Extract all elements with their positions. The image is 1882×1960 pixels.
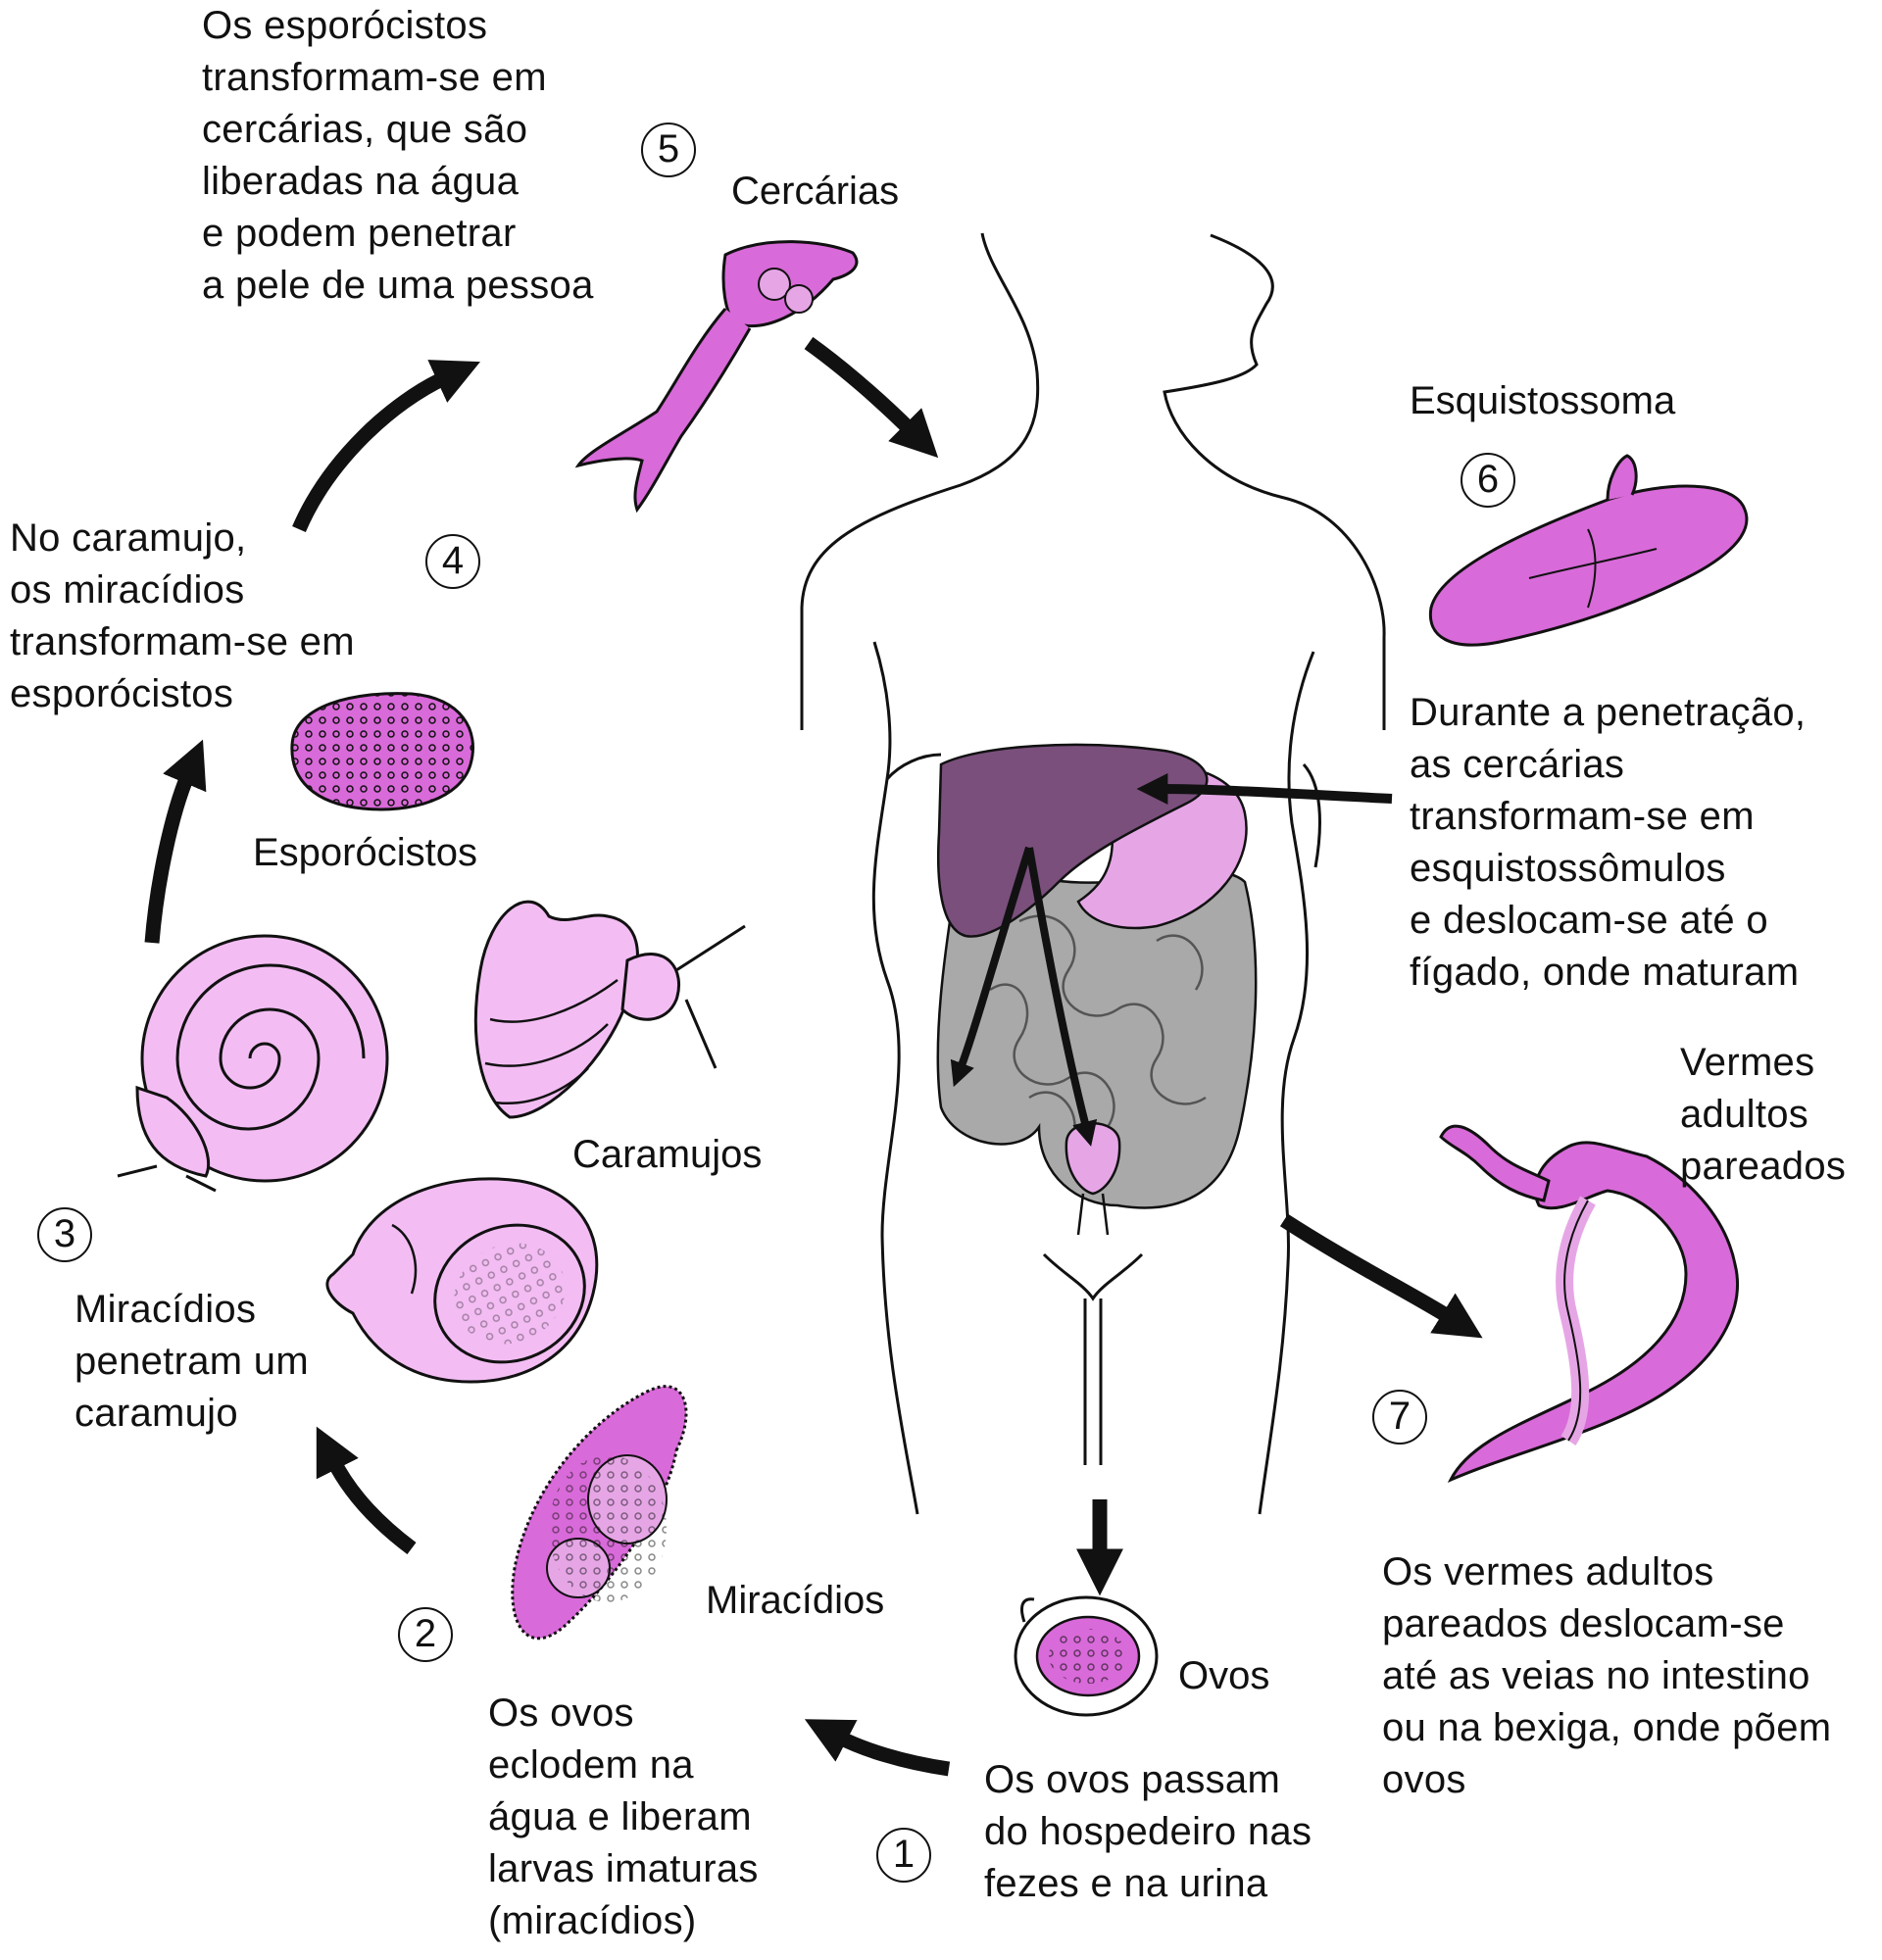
snail-shell-illustration xyxy=(325,1177,599,1384)
step-7-text: Os vermes adultos pareados deslocam-se a… xyxy=(1382,1550,1832,1801)
adult-worms-illustration xyxy=(1439,1124,1739,1483)
label-eggs: Ovos xyxy=(1178,1654,1270,1697)
label-sporocysts: Esporócistos xyxy=(253,831,477,874)
snail-spiral-illustration xyxy=(117,934,389,1193)
intestines xyxy=(936,851,1258,1209)
sporocyst-illustration xyxy=(290,692,474,811)
arrow-liver-to-bladder xyxy=(1025,847,1098,1147)
step-4-text: No caramujo, os miracídios transformam-s… xyxy=(10,516,355,715)
egg-illustration xyxy=(1014,1595,1159,1717)
arrow-to-adult-worms xyxy=(1279,1213,1483,1339)
arrow-snail-to-sporocyst xyxy=(144,739,207,944)
cycle-arrows xyxy=(144,336,1483,1777)
arrow-sporocyst-to-cercaria xyxy=(292,360,480,532)
label-adult-worms: Vermes adultos pareados xyxy=(1680,1041,1847,1188)
human-body-outline xyxy=(800,232,1386,1515)
step-7-number: 7 xyxy=(1372,1390,1427,1445)
schistosome-illustration xyxy=(1428,454,1749,647)
step-3-text: Miracídios penetram um caramujo xyxy=(74,1288,309,1435)
snail-tower-illustration xyxy=(473,900,746,1119)
arrow-liver-to-intestine xyxy=(950,846,1033,1088)
label-snails: Caramujos xyxy=(572,1133,763,1176)
step-3-number: 3 xyxy=(37,1207,92,1262)
label-schistosome: Esquistossoma xyxy=(1410,379,1676,422)
step-2-text: Os ovos eclodem na água e liberam larvas… xyxy=(488,1691,759,1942)
arrow-to-liver xyxy=(1136,773,1393,806)
step-2-number: 2 xyxy=(398,1607,453,1662)
label-miracidia: Miracídios xyxy=(706,1579,885,1622)
bladder xyxy=(1065,1122,1121,1236)
step-5-text: Os esporócistos transformam-se em cercár… xyxy=(202,4,594,307)
miracidium-illustration xyxy=(511,1385,688,1641)
step-6-text: Durante a penetração, as cercárias trans… xyxy=(1410,691,1807,994)
step-1-number: 1 xyxy=(876,1828,931,1883)
step-5-number: 5 xyxy=(641,122,696,177)
step-6-number: 6 xyxy=(1461,453,1515,508)
label-cercariae: Cercárias xyxy=(731,170,900,213)
step-1-text: Os ovos passam do hospedeiro nas fezes e… xyxy=(984,1758,1312,1905)
arrow-eggs-to-miracidia xyxy=(804,1719,951,1777)
arrow-miracidia-to-snail xyxy=(316,1426,417,1554)
step-4-number: 4 xyxy=(425,534,480,589)
arrow-cercaria-to-body xyxy=(804,336,939,459)
cercaria-illustration xyxy=(574,240,859,514)
